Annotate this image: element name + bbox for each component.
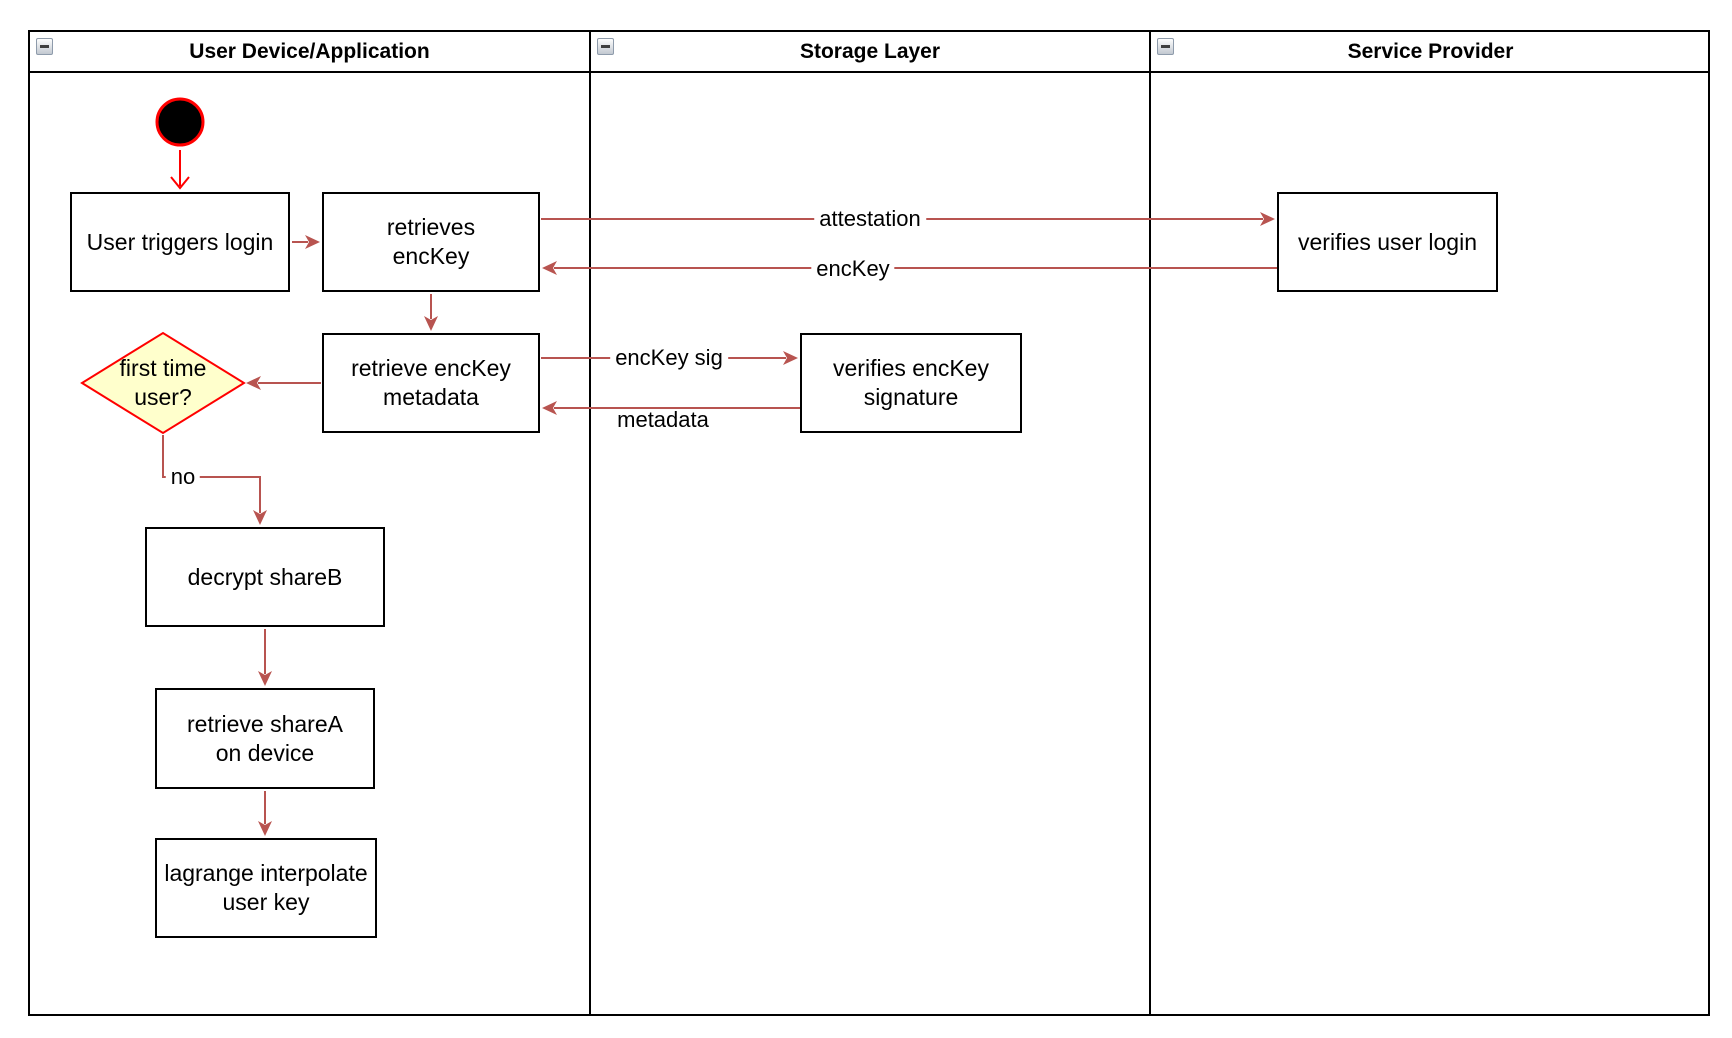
decision-diamond[interactable] bbox=[80, 331, 246, 435]
minus-icon bbox=[1161, 45, 1170, 48]
node-label: decrypt shareB bbox=[187, 563, 343, 590]
node-label: retrieve shareA on device bbox=[187, 710, 343, 766]
minus-icon bbox=[40, 45, 49, 48]
arrowhead-icon bbox=[424, 316, 438, 331]
collapse-lane-button[interactable] bbox=[597, 38, 614, 55]
decision-label: first time user? bbox=[119, 355, 207, 410]
node-retrieves-enckey[interactable]: retrieves encKey bbox=[322, 192, 540, 292]
lane-title-user-device: User Device/Application bbox=[189, 40, 430, 63]
collapse-lane-button[interactable] bbox=[1157, 38, 1174, 55]
collapse-lane-button[interactable] bbox=[36, 38, 53, 55]
arrowhead-icon bbox=[783, 351, 798, 365]
node-verifies-enckey-signature[interactable]: verifies encKey signature bbox=[800, 333, 1022, 433]
arrowhead-icon bbox=[305, 235, 320, 249]
node-label: retrieves encKey bbox=[386, 214, 476, 269]
edge-label-enckey: encKey bbox=[811, 256, 895, 282]
edge-label-attestation: attestation bbox=[814, 206, 926, 232]
node-retrieve-sharea[interactable]: retrieve shareA on device bbox=[155, 688, 375, 789]
lane-title-service-provider: Service Provider bbox=[1347, 40, 1514, 63]
arrowhead-icon bbox=[542, 401, 557, 415]
arrowhead-icon bbox=[258, 821, 272, 836]
lane-divider-2 bbox=[1149, 30, 1151, 1016]
edge-label-enckey-sig: encKey sig bbox=[610, 345, 728, 371]
arrowhead-open-icon bbox=[170, 176, 190, 190]
node-user-triggers-login[interactable]: User triggers login bbox=[70, 192, 290, 292]
lane-title-storage-layer: Storage Layer bbox=[799, 40, 941, 63]
arrowhead-icon bbox=[1260, 212, 1275, 226]
node-label: retrieve encKey metadata bbox=[351, 355, 511, 410]
edge-no-branch bbox=[162, 435, 261, 513]
initial-node-icon[interactable] bbox=[155, 97, 205, 147]
minus-icon bbox=[601, 45, 610, 48]
lane-divider-1 bbox=[589, 30, 591, 1016]
lane-header-divider bbox=[28, 71, 1710, 73]
node-label: verifies user login bbox=[1298, 228, 1477, 255]
node-verifies-user-login[interactable]: verifies user login bbox=[1277, 192, 1498, 292]
node-decrypt-shareb[interactable]: decrypt shareB bbox=[145, 527, 385, 627]
node-retrieve-enckey-metadata[interactable]: retrieve encKey metadata bbox=[322, 333, 540, 433]
node-lagrange-interpolate[interactable]: lagrange interpolate user key bbox=[155, 838, 377, 938]
edge-label-no: no bbox=[165, 464, 201, 490]
arrowhead-icon bbox=[253, 510, 267, 525]
node-label: User triggers login bbox=[86, 228, 274, 255]
node-label: lagrange interpolate user key bbox=[164, 860, 368, 915]
arrowhead-icon bbox=[258, 671, 272, 686]
node-label: verifies encKey signature bbox=[833, 355, 989, 410]
arrowhead-icon bbox=[246, 376, 261, 390]
edge-label-metadata: metadata bbox=[617, 406, 709, 432]
arrowhead-icon bbox=[542, 261, 557, 275]
